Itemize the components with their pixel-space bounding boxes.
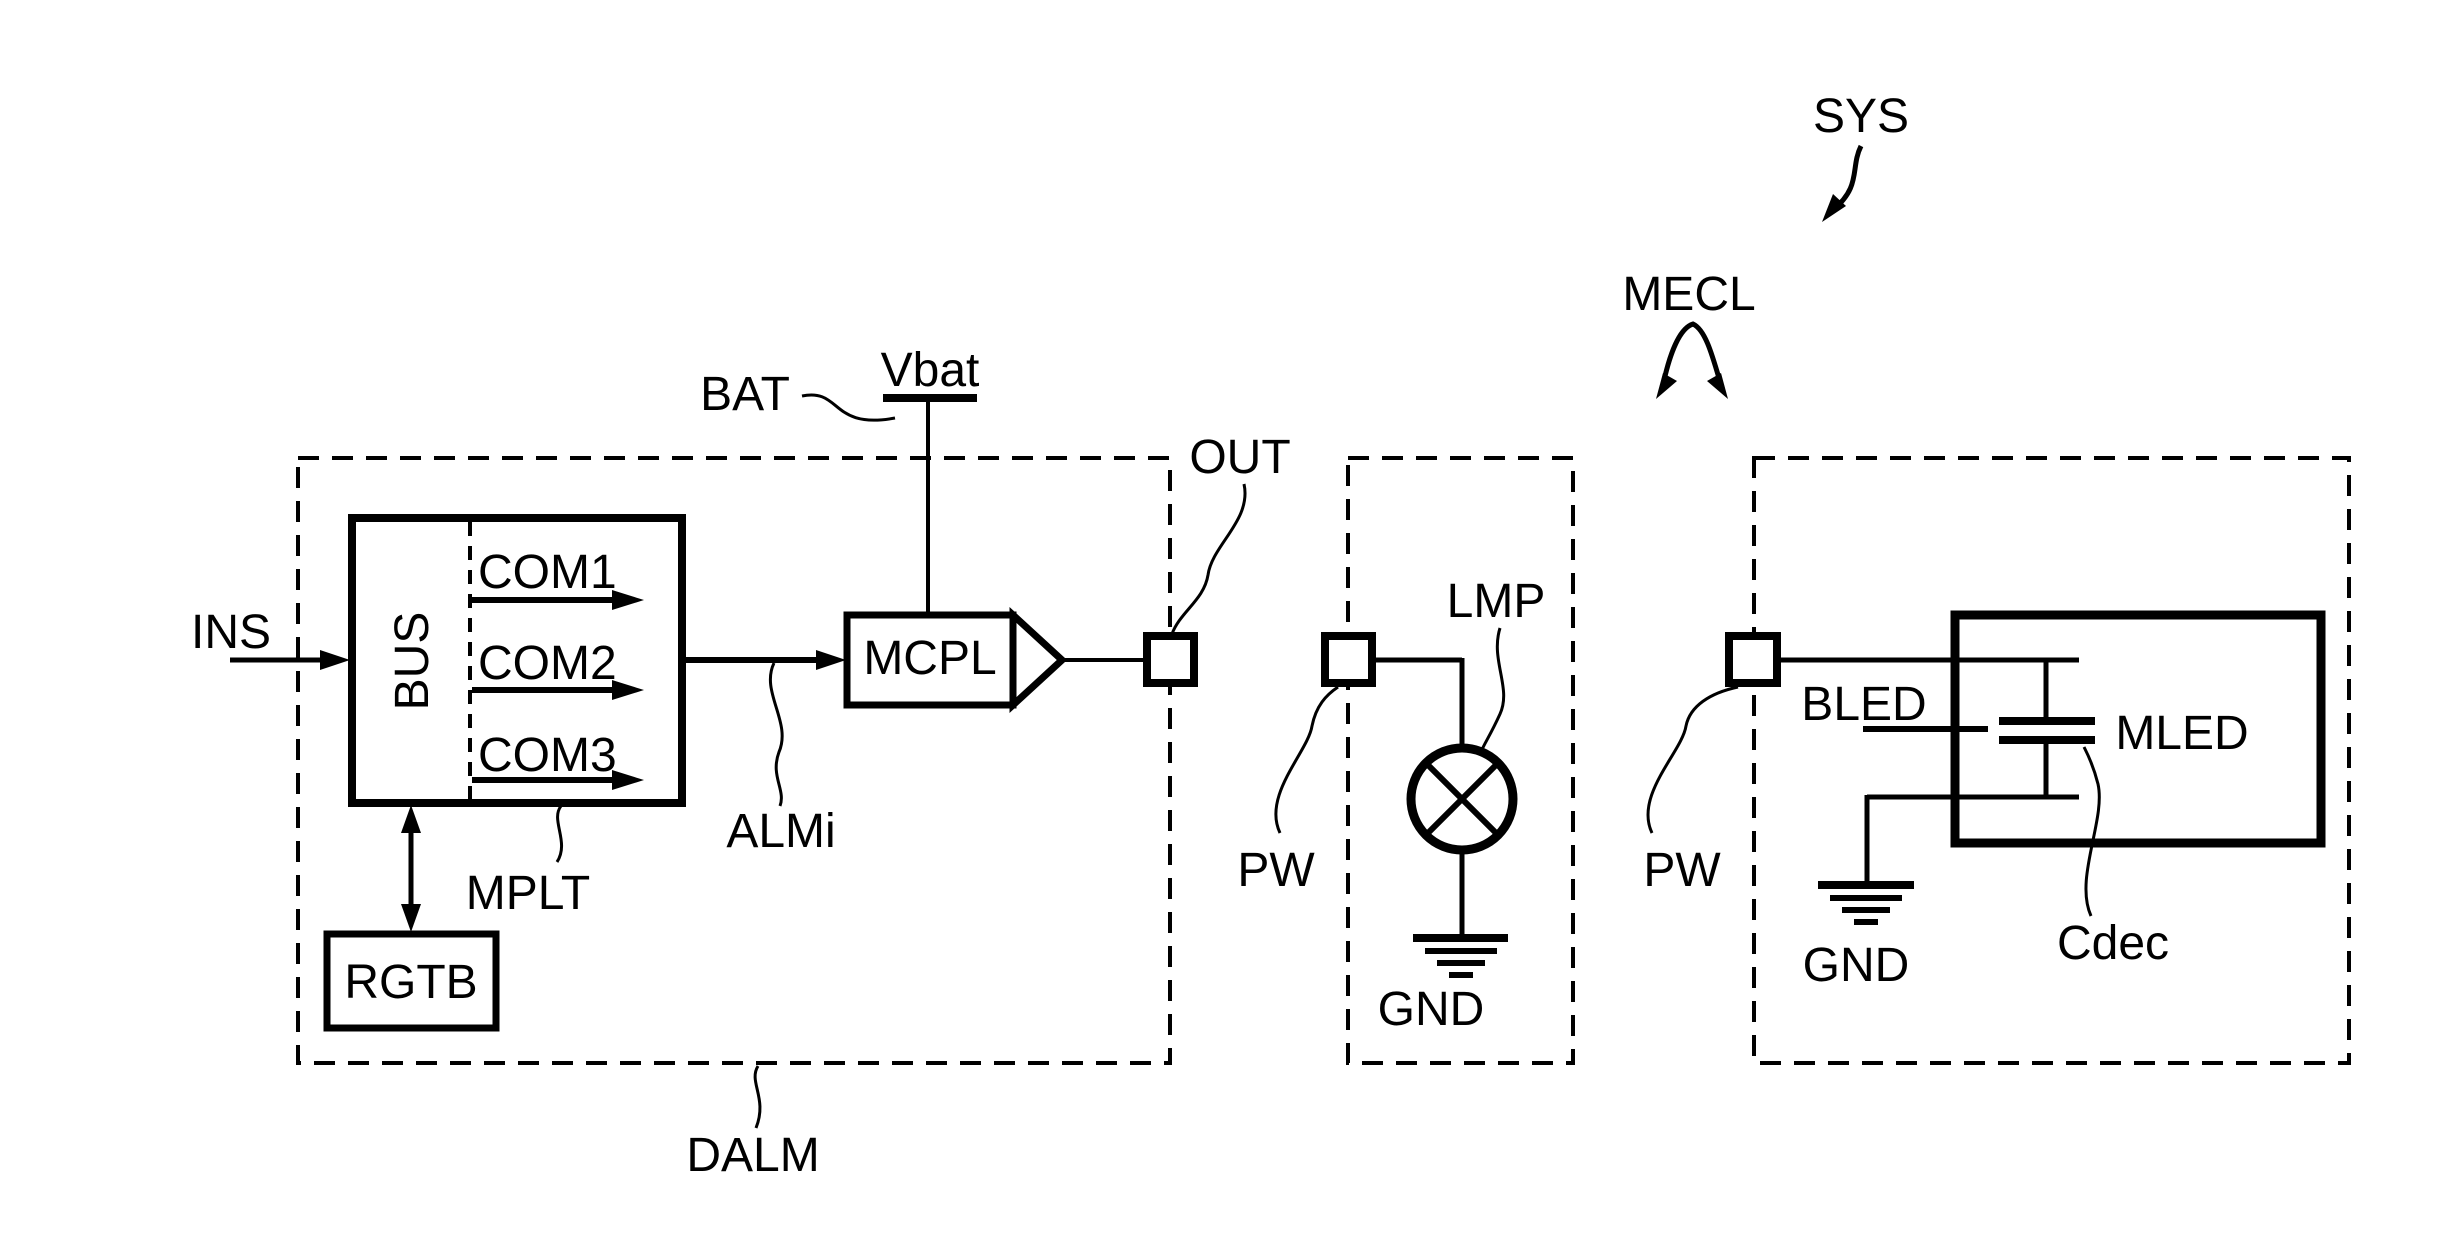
dalm-module-boundary — [296, 456, 1172, 1065]
lmp-leader-line — [1479, 627, 1506, 753]
com3-arrowhead-icon — [612, 770, 644, 790]
lmp-label: LMP — [1447, 575, 1546, 628]
mplt-leader-line — [555, 805, 563, 863]
led-gnd-label: GND — [1803, 939, 1910, 992]
ins-label: INS — [191, 606, 271, 659]
bus-label: BUS — [386, 612, 439, 711]
bus-rgtb-up-arrowhead-icon — [401, 805, 421, 833]
led-pw-terminal-pad — [1725, 632, 1781, 687]
led-pw-leader-line — [1646, 685, 1739, 834]
bled-label: BLED — [1801, 678, 1926, 731]
mcpl-output-tip — [1009, 607, 1068, 713]
mecl-fork-arrow-line — [1660, 321, 1724, 386]
mecl-left-arrowhead-icon — [1656, 373, 1677, 399]
mecl-label: MECL — [1622, 268, 1755, 321]
dalm-label: DALM — [686, 1129, 819, 1182]
led-pw-label: PW — [1643, 844, 1721, 897]
lamp-pw-terminal-pad — [1321, 632, 1376, 687]
lamp-pw-label: PW — [1237, 844, 1315, 897]
dalm-leader-line — [753, 1065, 762, 1129]
lamp-gnd-label: GND — [1378, 983, 1485, 1036]
cdec-leader-line — [2082, 746, 2101, 917]
bat-label: BAT — [700, 368, 790, 421]
com1-label: COM1 — [478, 546, 617, 599]
mled-label: MLED — [2115, 707, 2248, 760]
out-leader-line — [1170, 483, 1247, 635]
lamp-circuit-boundary — [1346, 456, 1575, 1065]
com1-arrowhead-icon — [612, 590, 644, 610]
bat-leader-line — [801, 393, 896, 422]
out-terminal-pad — [1143, 632, 1198, 687]
cdec-label: Cdec — [2057, 917, 2169, 970]
vbat-label: Vbat — [881, 344, 980, 397]
com3-label: COM3 — [478, 729, 617, 782]
sys-label: SYS — [1813, 90, 1909, 143]
sys-arrowhead-icon — [1822, 194, 1846, 222]
almi-label: ALMi — [726, 805, 835, 858]
rgtb-label: RGTB — [344, 956, 477, 1009]
com2-arrowhead-icon — [612, 680, 644, 700]
com2-label: COM2 — [478, 637, 617, 690]
mcpl-label: MCPL — [863, 632, 996, 685]
out-label: OUT — [1189, 431, 1290, 484]
rgtb-block — [323, 930, 500, 1032]
ins-arrowhead-icon — [320, 650, 350, 670]
almi-leader-line — [768, 662, 784, 807]
bus-rgtb-down-arrowhead-icon — [401, 904, 421, 932]
lamp-pw-leader-line — [1274, 685, 1339, 834]
mecl-right-arrowhead-icon — [1707, 373, 1728, 399]
lamp-cross-line-2 — [1424, 761, 1500, 837]
led-circuit-boundary — [1752, 456, 2351, 1065]
mplt-label: MPLT — [466, 867, 590, 920]
almi-arrowhead-icon — [816, 650, 846, 670]
